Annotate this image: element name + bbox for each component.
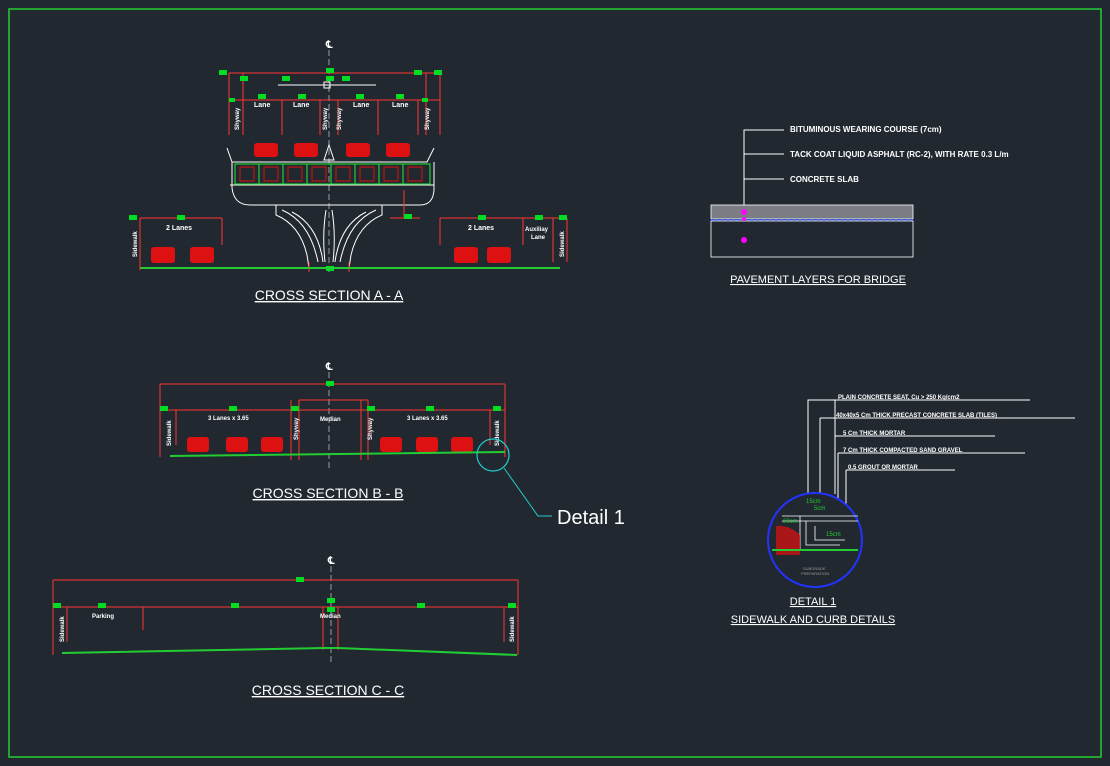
detail-title: DETAIL 1 bbox=[790, 596, 836, 608]
cursor-crosshair bbox=[323, 81, 331, 89]
pavement-layers: BITUMINOUS WEARING COURSE (7cm) TACK COA… bbox=[710, 125, 1009, 286]
pavement-layer-label: TACK COAT LIQUID ASPHALT (RC-2), WITH RA… bbox=[790, 150, 1009, 159]
auxiliary-lane-label: Auxiliay bbox=[525, 227, 549, 233]
detail-dim: 15cm bbox=[826, 532, 841, 538]
detail-dim: 15cm bbox=[806, 499, 821, 505]
cross-section-c: ℄ Sidewalk Parking Median Sidewalk CROSS… bbox=[52, 556, 519, 698]
road-surface bbox=[169, 451, 506, 457]
sidewalk-label: Sidewalk bbox=[60, 616, 66, 642]
detail-leader-line bbox=[503, 467, 552, 517]
detail-note: 40x40x5 Cm THICK PRECAST CONCRETE SLAB (… bbox=[836, 413, 997, 419]
lower-right-lanes-label: 2 Lanes bbox=[468, 225, 494, 232]
pavement-layer-label: BITUMINOUS WEARING COURSE (7cm) bbox=[790, 125, 942, 134]
detail-note: 7 Cm THICK COMPACTED SAND GRAVEL bbox=[843, 448, 963, 454]
shyway-label: Shyway bbox=[425, 107, 431, 130]
lane-label: Lane bbox=[254, 102, 270, 109]
median-label: Median bbox=[320, 614, 341, 620]
shyway-label: Shyway bbox=[368, 417, 374, 440]
centerline-symbol: ℄ bbox=[327, 556, 335, 567]
detail-note: 5 Cm THICK MORTAR bbox=[843, 431, 906, 437]
centerline-symbol: ℄ bbox=[325, 40, 333, 51]
lane-label: Lane bbox=[353, 102, 369, 109]
deck-box-girders bbox=[234, 163, 431, 185]
car-icon bbox=[254, 143, 410, 157]
left-lanes-label: 3 Lanes x 3.65 bbox=[208, 416, 249, 422]
shyway-label: Shyway bbox=[235, 107, 241, 130]
car-icon bbox=[151, 247, 511, 263]
section-a-title: CROSS SECTION A - A bbox=[255, 287, 404, 303]
sidewalk-label: Sidewalk bbox=[510, 616, 516, 642]
detail-callout-label: Detail 1 bbox=[557, 507, 625, 529]
detail-note: PLAIN CONCRETE SEAT, Cu > 250 Kg/cm2 bbox=[838, 395, 960, 401]
bridge-pier bbox=[275, 205, 383, 269]
parking-label: Parking bbox=[92, 614, 114, 620]
detail-1: PLAIN CONCRETE SEAT, Cu > 250 Kg/cm2 40x… bbox=[731, 395, 1075, 626]
detail-dim: 20cm bbox=[783, 519, 798, 525]
lane-label: Lane bbox=[293, 102, 309, 109]
sidewalk-label: Sidewalk bbox=[133, 231, 139, 257]
subgrade-label: SUBGRADE bbox=[803, 566, 826, 571]
drawing-border bbox=[8, 8, 1102, 758]
sidewalk-label: Sidewalk bbox=[495, 420, 501, 446]
shyway-label: Shyway bbox=[294, 417, 300, 440]
shyway-label: Shyway bbox=[337, 107, 343, 130]
detail-circle bbox=[767, 492, 863, 588]
car-icon bbox=[187, 437, 473, 452]
right-lanes-label: 3 Lanes x 3.65 bbox=[407, 416, 448, 422]
detail-dim: 5cm bbox=[814, 506, 825, 512]
subgrade-label: PREPARATION bbox=[801, 571, 829, 576]
sidewalk-label: Sidewalk bbox=[560, 231, 566, 257]
section-c-title: CROSS SECTION C - C bbox=[252, 682, 404, 698]
cross-section-b: ℄ 3 Lanes x 3.65 3 Lanes x 3.65 Median S… bbox=[159, 362, 625, 529]
lower-left-lanes-label: 2 Lanes bbox=[166, 225, 192, 232]
lane-label: Lane bbox=[392, 102, 408, 109]
pavement-title: PAVEMENT LAYERS FOR BRIDGE bbox=[730, 274, 906, 286]
wearing-course-layer bbox=[710, 204, 914, 220]
auxiliary-lane-label: Lane bbox=[531, 235, 546, 241]
detail-subtitle: SIDEWALK AND CURB DETAILS bbox=[731, 614, 895, 626]
concrete-slab-layer bbox=[710, 220, 914, 258]
road-surface bbox=[61, 647, 518, 656]
cross-section-a: ℄ Lane Lane Lane Lane bbox=[129, 40, 568, 303]
sidewalk-label: Sidewalk bbox=[167, 420, 173, 446]
detail-note: 0.5 GROUT OR MORTAR bbox=[848, 465, 919, 471]
median-label: Median bbox=[320, 417, 341, 423]
detail-callout-circle bbox=[476, 438, 510, 472]
shyway-label: Shyway bbox=[323, 107, 329, 130]
pavement-layer-label: CONCRETE SLAB bbox=[790, 175, 859, 184]
section-b-title: CROSS SECTION B - B bbox=[253, 485, 404, 501]
centerline-symbol: ℄ bbox=[325, 362, 333, 373]
